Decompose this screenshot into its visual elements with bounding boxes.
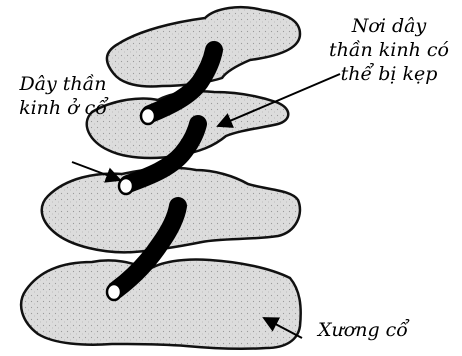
label-compression-site: Nơi dây thần kinh có thể bị kẹp bbox=[318, 14, 460, 86]
nerve-end-1 bbox=[141, 108, 155, 124]
label-vertebra: Xương cổ bbox=[318, 318, 408, 342]
vertebra-body-4 bbox=[21, 259, 301, 348]
vertebra-4 bbox=[21, 259, 301, 348]
label-nerve-root-line1: Dây thần bbox=[8, 72, 118, 96]
nerve-end-3 bbox=[107, 284, 121, 300]
label-compression-line3: thể bị kẹp bbox=[318, 62, 460, 86]
label-nerve-root: Dây thần kinh ở cổ bbox=[8, 72, 118, 120]
label-compression-line1: Nơi dây bbox=[318, 14, 460, 38]
label-vertebra-text: Xương cổ bbox=[318, 318, 408, 342]
label-nerve-root-line2: kinh ở cổ bbox=[8, 96, 118, 120]
label-compression-line2: thần kinh có bbox=[318, 38, 460, 62]
nerve-end-2 bbox=[119, 178, 133, 194]
